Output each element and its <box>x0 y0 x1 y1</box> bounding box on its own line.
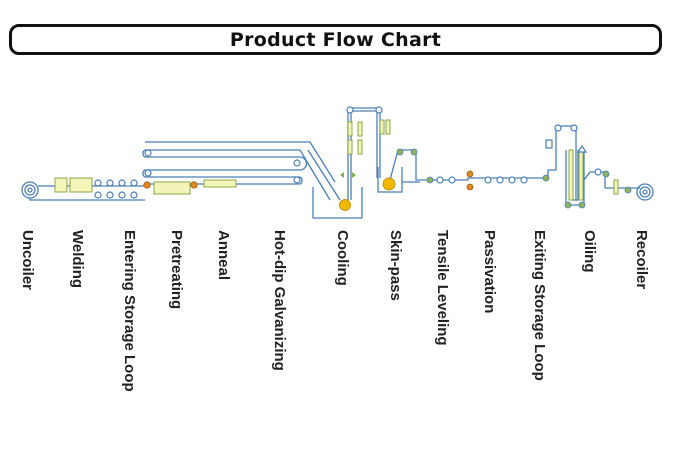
step-label-anneal: Anneal <box>215 230 232 281</box>
step-label-welding: Welding <box>69 230 86 289</box>
step-label-cooling: Cooling <box>334 230 351 286</box>
pretreating-unit <box>153 181 191 195</box>
welding-unit <box>54 177 68 193</box>
anneal-furnace <box>203 179 237 188</box>
step-label-hot-dip-galvanizing: Hot-dip Galvanizing <box>271 230 288 371</box>
entering-storage-loop <box>142 141 341 201</box>
title-bar: Product Flow Chart <box>9 24 662 55</box>
exiting-storage-loop <box>547 125 640 206</box>
skin-pass-tank <box>377 167 403 193</box>
skin-pass-roll <box>382 177 396 191</box>
step-label-exiting-storage-loop: Exiting Storage Loop <box>531 230 548 381</box>
strip-line-entry <box>29 198 145 201</box>
step-label-recoiler: Recoiler <box>633 230 650 290</box>
galvanizing-pot-roll <box>339 199 351 211</box>
recoiler-coil-icon <box>636 183 654 201</box>
page-title: Product Flow Chart <box>229 28 442 51</box>
step-label-tensile-leveling: Tensile Leveling <box>434 230 451 346</box>
step-label-entering-storage-loop: Entering Storage Loop <box>121 230 138 392</box>
cooling-tower-line <box>347 107 381 200</box>
uncoiler-coil-icon <box>21 181 39 199</box>
step-label-oiling: Oiling <box>581 230 598 273</box>
step-label-uncoiler: Uncoiler <box>19 230 36 291</box>
cooling-tank <box>312 187 363 219</box>
step-label-passivation: Passivation <box>481 230 498 314</box>
step-label-skin-pass: Skin-pass <box>387 230 404 301</box>
step-label-pretreating: Pretreating <box>168 230 185 310</box>
